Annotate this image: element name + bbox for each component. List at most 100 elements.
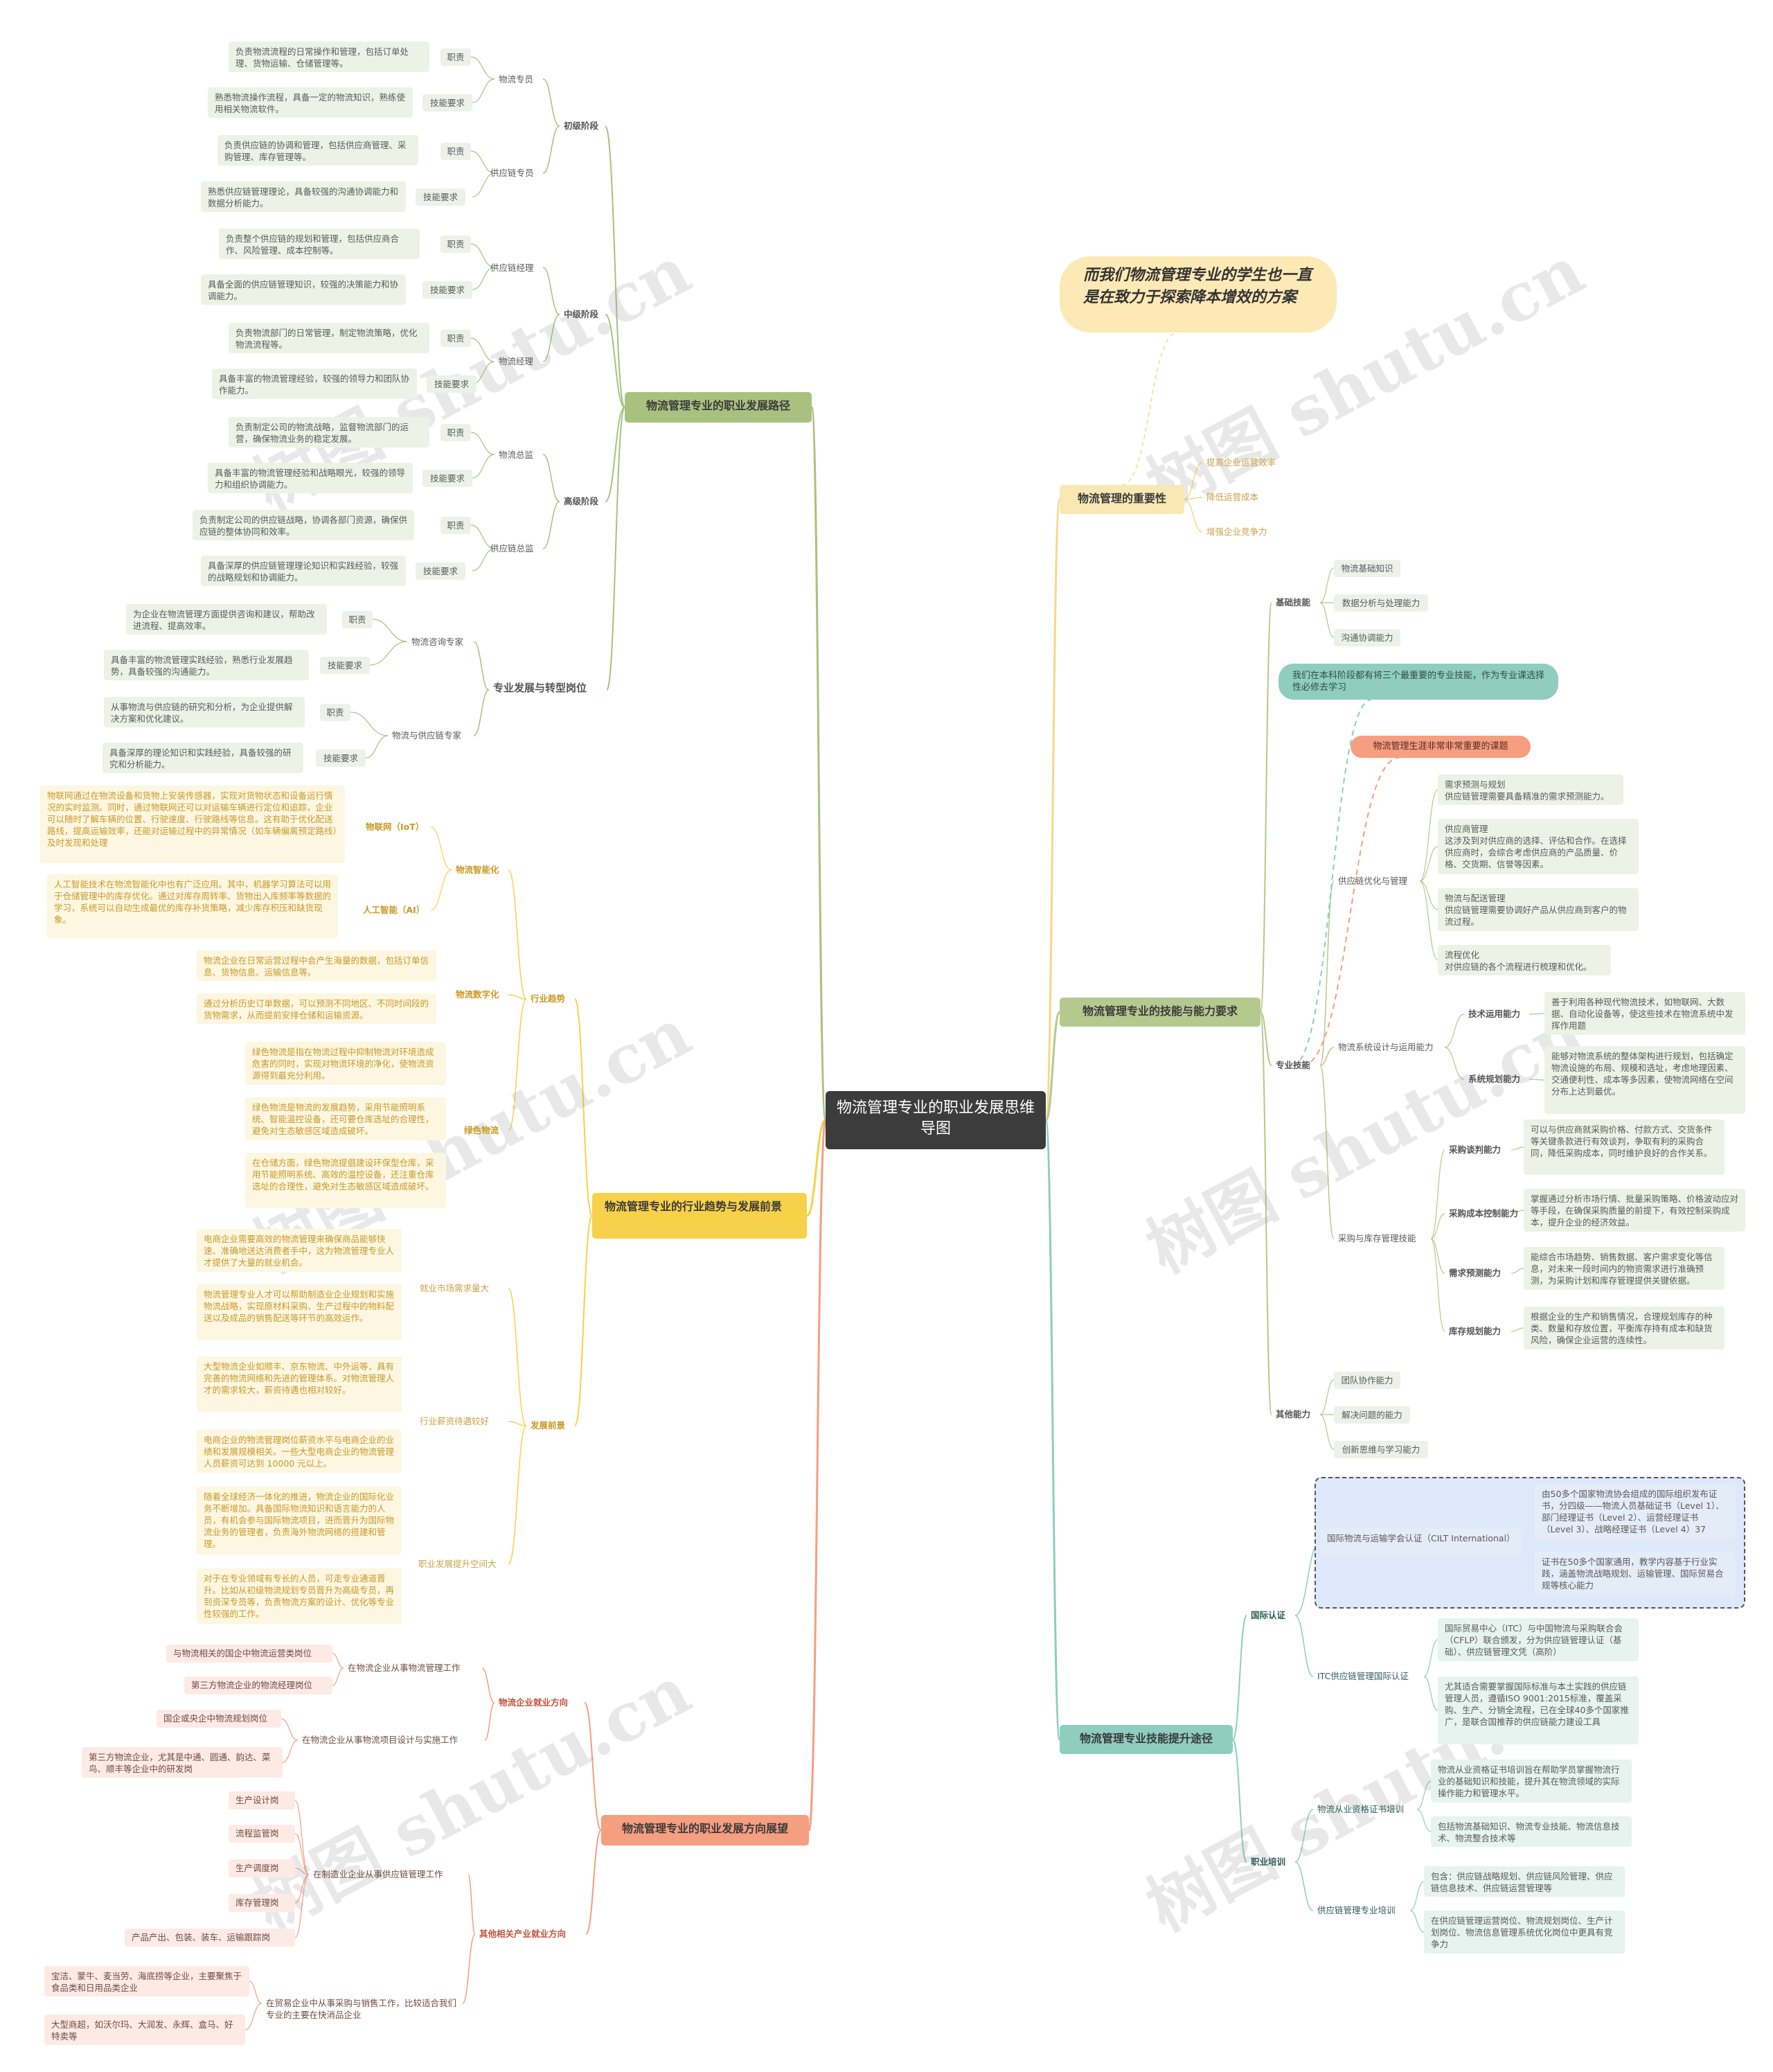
connector-line bbox=[472, 267, 495, 290]
cilt-text: 证书在50多个国家通用，教学内容基于行业实践，涵盖物流战略规划、运输管理、国际贸… bbox=[1535, 1552, 1736, 1595]
digital-logistics-label[interactable]: 物流数字化 bbox=[456, 989, 499, 1000]
trend-text: 通过分析历史订单数据，可以预测不同地区、不同时间段的货物需求，从而提前安排仓储和… bbox=[197, 993, 436, 1024]
role-logistics-specialist[interactable]: 物流专员 bbox=[499, 74, 534, 85]
purchase-skill-label[interactable]: 采购谈判能力 bbox=[1449, 1144, 1502, 1155]
intl-cert-label[interactable]: 国际认证 bbox=[1251, 1610, 1286, 1620]
connector-line bbox=[1511, 1268, 1524, 1274]
connector-line bbox=[1430, 1238, 1445, 1274]
connector-line bbox=[508, 869, 527, 1000]
stage-middle[interactable]: 中级阶段 bbox=[564, 309, 599, 319]
ai-label[interactable]: 人工智能（AI） bbox=[363, 905, 425, 915]
main-node-direction[interactable]: 物流管理专业的职业发展方向展望 bbox=[601, 1815, 809, 1845]
other-jobs-label[interactable]: 其他相关产业就业方向 bbox=[479, 1929, 567, 1939]
purchase-skill-label[interactable]: 采购成本控制能力 bbox=[1449, 1208, 1519, 1219]
connector-line bbox=[508, 1288, 527, 1426]
main-node-importance[interactable]: 物流管理的重要性 bbox=[1060, 485, 1184, 514]
system-planning-text: 能够对物流系统的整体架构进行规划，包括确定物流设施的布局、规模和选址，考虑地理因… bbox=[1544, 1046, 1745, 1114]
direction-item: 第三方物流企业，尤其是中通、圆通、韵达、菜鸟、顺丰等企业中的研发岗 bbox=[82, 1747, 283, 1778]
supply-chain-item: 供应商管理 这涉及到对供应商的选择、评估和合作。在选择供应商时，会综合考虑供应商… bbox=[1438, 819, 1639, 874]
manufacturing-label[interactable]: 在制造业企业从事供应链管理工作 bbox=[313, 1869, 443, 1879]
main-node-improve[interactable]: 物流管理专业技能提升途径 bbox=[1060, 1725, 1233, 1754]
smart-logistics-label[interactable]: 物流智能化 bbox=[456, 865, 499, 875]
main-node-career-path[interactable]: 物流管理专业的职业发展路径 bbox=[625, 392, 812, 423]
purchase-skill-label[interactable]: 库存规划能力 bbox=[1449, 1326, 1502, 1336]
trend-text: 物流企业在日常运营过程中会产生海量的数据，包括订单信息、货物信息、运输信息等。 bbox=[197, 950, 436, 981]
itc-label[interactable]: ITC供应链管理国际认证 bbox=[1317, 1671, 1409, 1681]
main-node-skills[interactable]: 物流管理专业的技能与能力要求 bbox=[1060, 998, 1260, 1027]
stage-transition[interactable]: 专业发展与转型岗位 bbox=[493, 682, 587, 694]
job-demand-label[interactable]: 就业市场需求量大 bbox=[420, 1283, 490, 1293]
connector-line bbox=[294, 1868, 310, 1875]
career-text: 具备丰富的物流管理实践经验，熟悉行业发展趋势，具备较强的沟通能力。 bbox=[104, 650, 309, 680]
direction-item: 生产调度岗 bbox=[229, 1859, 295, 1877]
trend-label[interactable]: 行业趋势 bbox=[531, 993, 566, 1004]
central-topic[interactable]: 物流管理专业的职业发展思维导图 bbox=[826, 1091, 1046, 1149]
connector-line bbox=[484, 1702, 495, 1741]
direction-item: 与物流相关的国企中物流运营类岗位 bbox=[166, 1645, 332, 1663]
connector-line bbox=[365, 735, 389, 759]
connector-line bbox=[1294, 1861, 1314, 1911]
system-design-label[interactable]: 物流系统设计与运用能力 bbox=[1338, 1042, 1434, 1052]
role-supply-chain-specialist[interactable]: 供应链专员 bbox=[490, 168, 534, 178]
connector-line bbox=[481, 1667, 495, 1703]
direction-item: 库存管理岗 bbox=[229, 1894, 295, 1912]
trend-text: 物联网通过在物流设备和货物上安装传感器，实现对货物状态和设备运行情况的实时监测。… bbox=[40, 786, 345, 863]
qualification-training-label[interactable]: 物流从业资格证书培训 bbox=[1317, 1804, 1405, 1814]
logistics-jobs-label[interactable]: 物流企业就业方向 bbox=[499, 1697, 569, 1708]
purchase-skill-label[interactable]: 需求预测能力 bbox=[1449, 1268, 1502, 1278]
trend-text: 人工智能技术在物流智能化中也有广泛应用。其中，机器学习算法可以用于仓储管理中的库… bbox=[47, 874, 338, 938]
duty-label: 职责 bbox=[440, 330, 471, 347]
career-text: 负责制定公司的物流战略，监督物流部门的运营，确保物流业务的稳定发展。 bbox=[229, 417, 429, 448]
connector-line bbox=[605, 125, 625, 408]
prospect-label[interactable]: 发展前景 bbox=[531, 1420, 566, 1431]
connector-line bbox=[472, 548, 495, 572]
other-ability-item: 团队协作能力 bbox=[1334, 1372, 1400, 1389]
scm-training-label[interactable]: 供应链管理专业培训 bbox=[1317, 1905, 1396, 1915]
training-label[interactable]: 职业培训 bbox=[1251, 1857, 1286, 1867]
connector-line bbox=[470, 337, 495, 362]
connector-line bbox=[584, 1702, 602, 1831]
importance-item: 提高企业运营效率 bbox=[1206, 457, 1276, 468]
connector-line bbox=[1184, 462, 1203, 500]
connector-line bbox=[470, 243, 495, 268]
itc-text: 尤其适合需要掌握国际标准与本土实践的供应链管理人员，遵循ISO 9001:201… bbox=[1438, 1676, 1639, 1744]
basic-skills-label[interactable]: 基础技能 bbox=[1276, 597, 1311, 608]
supply-chain-label[interactable]: 供应链优化与管理 bbox=[1338, 876, 1408, 886]
connector-line bbox=[1511, 1327, 1524, 1332]
stage-junior[interactable]: 初级阶段 bbox=[564, 121, 599, 131]
role-supply-chain-expert[interactable]: 物流与供应链专家 bbox=[392, 730, 462, 741]
promotion-label[interactable]: 职业发展提升空间大 bbox=[418, 1559, 497, 1569]
connector-line bbox=[508, 998, 527, 1131]
system-planning-label[interactable]: 系统规划能力 bbox=[1468, 1074, 1521, 1084]
career-text: 负责供应链的协调和管理，包括供应商管理、采购管理、库存管理等。 bbox=[217, 135, 418, 166]
career-text: 熟悉供应链管理理论，具备较强的沟通协调能力和数据分析能力。 bbox=[201, 181, 406, 212]
connector-line bbox=[1419, 880, 1438, 961]
stage-senior[interactable]: 高级阶段 bbox=[564, 496, 599, 506]
tech-application-label[interactable]: 技术运用能力 bbox=[1468, 1009, 1521, 1019]
cilt-label[interactable]: 国际物流与运输学会认证（CILT International） bbox=[1320, 1528, 1521, 1557]
direction-item: 生产设计岗 bbox=[229, 1791, 295, 1809]
role-consulting-expert[interactable]: 物流咨询专家 bbox=[411, 637, 464, 647]
main-node-trends[interactable]: 物流管理专业的行业趋势与发展前景 bbox=[592, 1193, 807, 1239]
salary-label[interactable]: 行业薪资待遇较好 bbox=[420, 1416, 490, 1426]
connector-line bbox=[1044, 1011, 1061, 1122]
scm-text: 包含：供应链战略规划、供应链风险管理、供应链信息技术、供应链运营管理等 bbox=[1424, 1866, 1625, 1897]
role-logistics-manager[interactable]: 物流经理 bbox=[499, 356, 534, 366]
green-logistics-label[interactable]: 绿色物流 bbox=[464, 1125, 499, 1135]
other-abilities-label[interactable]: 其他能力 bbox=[1276, 1409, 1311, 1419]
trade-label[interactable]: 在贸易企业中从事采购与销售工作，比较适合我们专业的主要在快消品企业 bbox=[266, 1998, 457, 2020]
op-management-label[interactable]: 在物流企业从事物流管理工作 bbox=[348, 1663, 461, 1673]
purchase-skill-text: 掌握通过分析市场行情、批量采购策略、价格波动应对等手段，在确保采购质量的前提下，… bbox=[1524, 1189, 1745, 1232]
connector-line bbox=[1121, 332, 1178, 486]
connector-line bbox=[1319, 602, 1335, 638]
trend-text: 对于在专业领域有专长的人员，可走专业通道晋升。比如从初级物流规划专员晋升为高级专… bbox=[197, 1568, 402, 1624]
connector-line bbox=[1430, 1213, 1445, 1239]
purchase-inventory-label[interactable]: 采购与库存管理技能 bbox=[1338, 1233, 1416, 1243]
professional-skills-label[interactable]: 专业技能 bbox=[1276, 1060, 1311, 1070]
role-logistics-director[interactable]: 物流总监 bbox=[499, 450, 534, 460]
role-supply-chain-manager[interactable]: 供应链经理 bbox=[490, 263, 534, 273]
project-design-label[interactable]: 在物流企业从事物流项目设计与实施工作 bbox=[302, 1735, 458, 1745]
iot-label[interactable]: 物联网（IoT） bbox=[366, 822, 425, 832]
connector-line bbox=[332, 1653, 344, 1669]
role-supply-chain-director[interactable]: 供应链总监 bbox=[490, 543, 534, 554]
